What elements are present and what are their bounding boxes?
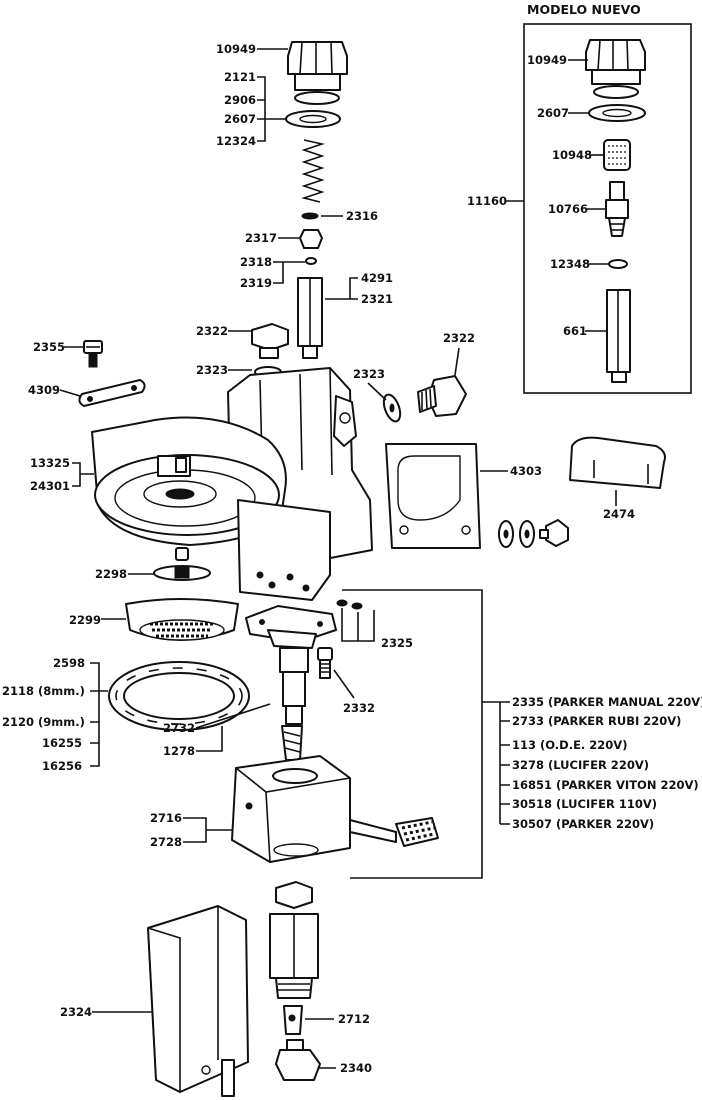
label-2712: 2712 [338,1012,370,1026]
label-2335: 2335 (PARKER MANUAL 220V) [512,695,702,709]
shower-screen-2299-part [125,598,239,641]
label-2607: 2607 [224,112,256,126]
hexnut-2322-left-part [251,323,289,359]
housing-13325-part [91,367,373,601]
label-n12348: 12348 [550,257,590,271]
screw-2332-part [317,647,333,679]
label-113: 113 (O.D.E. 220V) [512,738,627,752]
label-2120: 2120 (9mm.) [2,715,85,729]
label-2322a: 2322 [196,324,228,338]
label-10949: 10949 [216,42,256,56]
label-2323b: 2323 [353,367,385,381]
label-2324: 2324 [60,1005,92,1019]
spacer-2321-part [297,277,323,359]
inset-filter-10948-part [603,139,631,171]
gasket-2598-part [108,661,250,731]
plunger-2317-part [299,229,323,249]
inset-washer-2607-part [588,104,646,122]
label-2732: 2732 [163,721,195,735]
label-n11160: 11160 [467,194,507,208]
shower-screw-2298-part [153,547,211,581]
label-2474: 2474 [603,507,635,521]
core-2712-part [283,1005,303,1035]
label-n661: 661 [563,324,587,338]
label-2340: 2340 [340,1061,372,1075]
label-30507: 30507 (PARKER 220V) [512,817,654,831]
label-4303: 4303 [510,464,542,478]
label-2598: 2598 [53,656,85,670]
label-2733: 2733 (PARKER RUBI 220V) [512,714,681,728]
clip-2316-part [301,212,319,220]
modelo-nuevo-title: MODELO NUEVO [527,2,641,17]
label-n10766: 10766 [548,202,588,216]
label-2322b: 2322 [443,331,475,345]
bolt-2322-right-part [417,375,467,417]
inset-spacer-661-part [606,289,631,383]
label-n10948: 10948 [552,148,592,162]
label-2728: 2728 [150,835,182,849]
washers-nut-right-part [498,519,569,548]
label-30518: 30518 (LUCIFER 110V) [512,797,657,811]
cover-2324-part [147,905,249,1097]
label-2321: 2321 [361,292,393,306]
screws-2325-part [336,599,363,610]
label-13325: 13325 [30,456,70,470]
label-n2607: 2607 [537,106,569,120]
washer-2323-right-part [382,393,402,423]
label-2355: 2355 [33,340,65,354]
label-2316: 2316 [346,209,378,223]
inset-cap-10949-part [585,39,646,99]
nut-top-part [275,881,313,909]
label-2121: 2121 [224,70,256,84]
cover-2474-part [569,436,666,489]
label-2325: 2325 [381,636,413,650]
tube-body-part [269,913,319,999]
label-2323a: 2323 [196,363,228,377]
label-2319: 2319 [240,276,272,290]
label-2716: 2716 [150,811,182,825]
acorn-nut-2340-part [275,1039,321,1081]
label-n10949: 10949 [527,53,567,67]
label-2118: 2118 (8mm.) [2,684,85,698]
label-16256: 16256 [42,759,82,773]
label-4309: 4309 [28,383,60,397]
label-1278: 1278 [163,744,195,758]
label-4291: 4291 [361,271,393,285]
label-16255: 16255 [42,736,82,750]
oring-2318-part [305,257,317,265]
washer-2607-part [285,110,341,128]
label-2317: 2317 [245,231,277,245]
coil-2716-part [231,755,439,863]
label-2318: 2318 [240,255,272,269]
inset-oring-12348-part [608,259,628,269]
label-2332: 2332 [343,701,375,715]
label-24301: 24301 [30,479,70,493]
label-3278: 3278 (LUCIFER 220V) [512,758,649,772]
label-2906: 2906 [224,93,256,107]
screw-2355-part [83,340,103,368]
spring-12324-part [301,139,325,203]
label-2299: 2299 [69,613,101,627]
plate-4303-part [385,443,481,549]
label-16851: 16851 (PARKER VITON 220V) [512,778,699,792]
label-2298: 2298 [95,567,127,581]
valve-core-2732-part [245,605,337,761]
inset-nozzle-10766-part [605,181,629,237]
label-12324: 12324 [216,134,256,148]
link-4309-part [78,379,146,407]
modelo-nuevo-frame [523,23,692,394]
cap-10949-part [287,41,348,105]
